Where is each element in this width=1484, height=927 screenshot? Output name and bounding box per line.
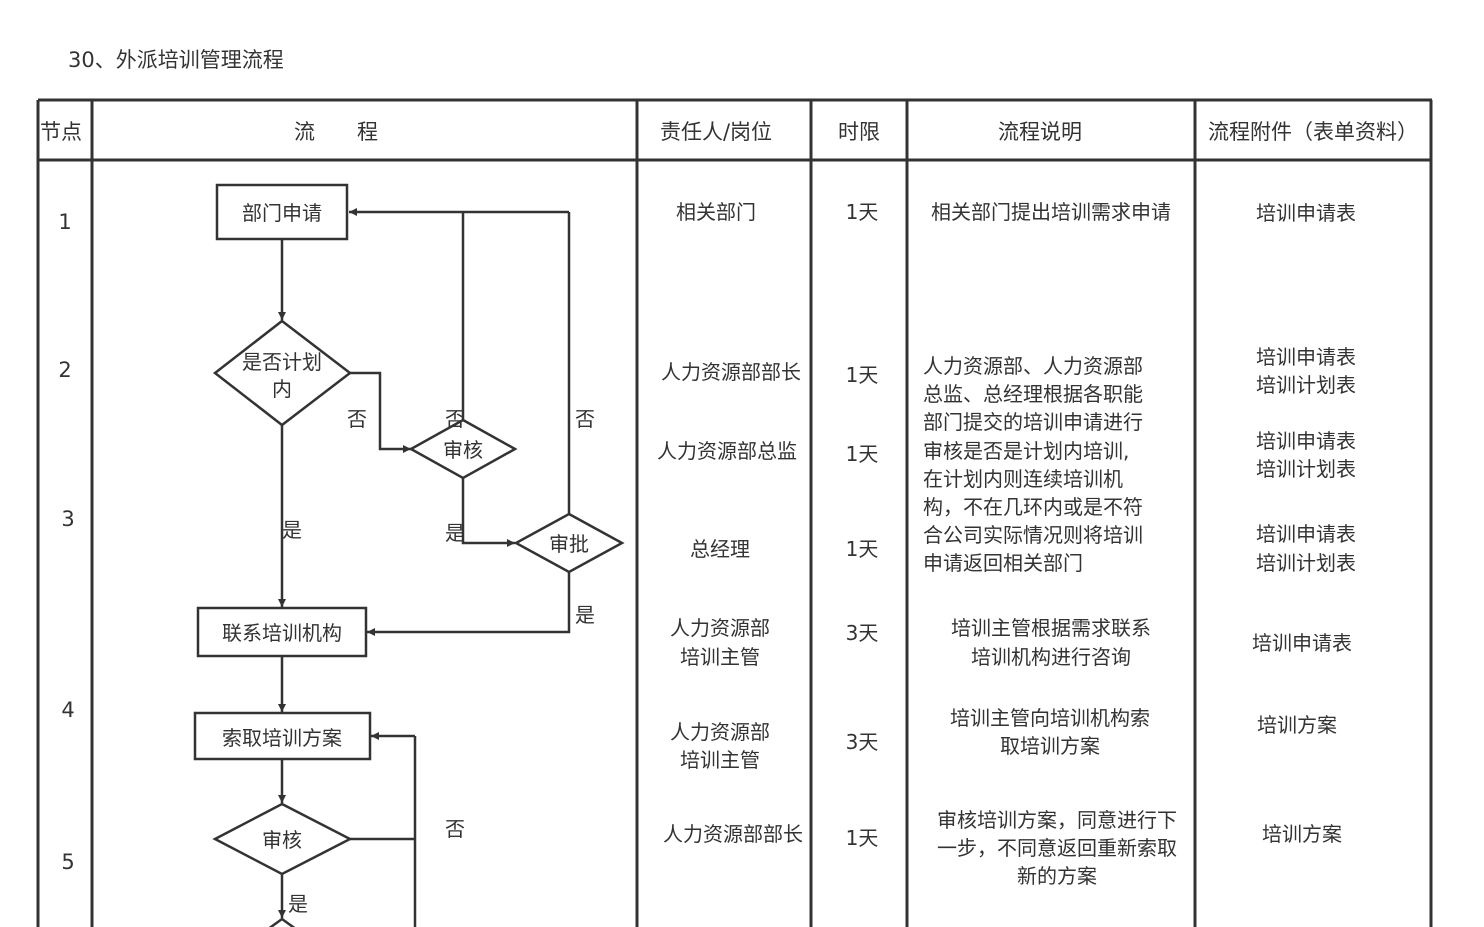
desc-5-line2: 一步，不同意返回重新索取 (937, 836, 1177, 860)
attach-row4-line1: 培训申请表 (1256, 522, 1356, 546)
desc-2-line5: 在计划内则连续培训机 (923, 467, 1123, 491)
time-column: 1天 1天 1天 1天 3天 3天 1天 (846, 200, 879, 850)
table-header: 节点 流 程 责任人/岗位 时限 流程说明 流程附件（表单资料） (40, 120, 1418, 144)
owner-row7: 人力资源部部长 (663, 822, 803, 846)
label-review-plan-yes: 是 (288, 892, 308, 916)
label-review-plan-no: 否 (445, 817, 465, 841)
owner-row5-line2: 培训主管 (680, 645, 760, 669)
box-obtain-plan (193, 711, 372, 761)
owner-row5-line1: 人力资源部 (670, 616, 770, 640)
attach-row2-line2: 培训计划表 (1256, 373, 1356, 397)
owner-row1: 相关部门 (676, 200, 756, 224)
attach-row3-line2: 培训计划表 (1256, 457, 1356, 481)
label-approve-no: 否 (575, 407, 595, 431)
attach-row1: 培训申请表 (1256, 201, 1356, 225)
arrow-plan-no-to-review (350, 371, 411, 453)
desc-2-line4: 审核是否是计划内培训, (923, 439, 1129, 463)
desc-3-line2: 培训机构进行咨询 (971, 645, 1131, 669)
time-row1: 1天 (846, 200, 879, 224)
owner-row2: 人力资源部部长 (661, 360, 801, 384)
branch-labels: 否 否 否 是 是 是 否 是 (282, 407, 595, 916)
desc-2-line2: 总监、总经理根据各职能 (923, 382, 1143, 406)
flow-labels: 部门申请 是否计划 内 审核 审批 联系培训机构 索取培训方案 审核 (222, 201, 589, 852)
attach-row6: 培训方案 (1257, 713, 1337, 737)
desc-2-line8: 申请返回相关部门 (923, 551, 1083, 575)
desc-2-line7: 合公司实际情况则将培训 (923, 523, 1143, 547)
time-row5: 3天 (846, 621, 879, 645)
node-numbers: 1 2 3 4 5 (58, 210, 74, 874)
desc-2-line6: 构，不在几环内或是不符 (923, 495, 1143, 519)
header-time: 时限 (838, 120, 880, 144)
box-contact-institution (196, 606, 368, 658)
owner-column: 相关部门 人力资源部部长 人力资源部总监 总经理 人力资源部 培训主管 人力资源… (657, 200, 803, 846)
header-desc: 流程说明 (998, 120, 1082, 144)
owner-row6-line1: 人力资源部 (670, 720, 770, 744)
attach-row4-line2: 培训计划表 (1256, 551, 1356, 575)
decision-next-partial (268, 917, 296, 927)
page-title: 30、外派培训管理流程 (68, 48, 284, 72)
label-review-no: 否 (445, 407, 465, 431)
flow-shapes (193, 183, 625, 927)
owner-row3: 人力资源部总监 (657, 439, 797, 463)
label-plan-yes: 是 (282, 518, 302, 542)
box-dept-apply (215, 183, 349, 241)
time-row6: 3天 (846, 730, 879, 754)
time-row3: 1天 (846, 442, 879, 466)
desc-2-line3: 部门提交的培训申请进行 (923, 410, 1143, 434)
box-contact-institution-label: 联系培训机构 (222, 621, 342, 645)
decision-in-plan-label-line2: 内 (272, 377, 292, 401)
decision-review (408, 418, 518, 480)
attach-row7: 培训方案 (1262, 822, 1342, 846)
attach-row5: 培训申请表 (1252, 631, 1352, 655)
desc-4-line2: 取培训方案 (1000, 734, 1100, 758)
time-row7: 1天 (846, 826, 879, 850)
node-number-5: 5 (61, 850, 74, 874)
attachment-column: 培训申请表 培训申请表 培训计划表 培训申请表 培训计划表 培训申请表 培训计划… (1252, 201, 1356, 846)
decision-in-plan-label-line1: 是否计划 (242, 350, 322, 374)
desc-1: 相关部门提出培训需求申请 (931, 200, 1171, 224)
owner-row4: 总经理 (690, 537, 750, 561)
label-approve-yes: 是 (575, 603, 595, 627)
arrow-review-yes-to-approve (461, 478, 515, 547)
time-row2: 1天 (846, 363, 879, 387)
attach-row3-line1: 培训申请表 (1256, 429, 1356, 453)
label-review-yes: 是 (445, 521, 465, 545)
table-grid (36, 98, 1433, 927)
decision-review-plan (212, 802, 353, 876)
box-dept-apply-label: 部门申请 (242, 201, 322, 225)
box-obtain-plan-label: 索取培训方案 (222, 726, 342, 750)
arrow-approve-yes-to-contact (367, 572, 571, 636)
decision-approve-label: 审批 (549, 532, 589, 556)
time-row4: 1天 (846, 537, 879, 561)
label-plan-no: 否 (347, 407, 367, 431)
desc-3-line1: 培训主管根据需求联系 (951, 616, 1151, 640)
decision-in-plan (212, 319, 353, 427)
header-attach: 流程附件（表单资料） (1208, 120, 1418, 144)
description-column: 相关部门提出培训需求申请 人力资源部、人力资源部 总监、总经理根据各职能 部门提… (923, 200, 1177, 888)
desc-5-line3: 新的方案 (1017, 864, 1097, 888)
node-number-4: 4 (61, 698, 74, 722)
node-number-2: 2 (58, 358, 71, 382)
decision-review-plan-label: 审核 (262, 828, 302, 852)
desc-2-line1: 人力资源部、人力资源部 (923, 354, 1143, 378)
owner-row6-line2: 培训主管 (680, 748, 760, 772)
header-owner: 责任人/岗位 (660, 120, 772, 144)
flow-connectors (278, 208, 571, 927)
attach-row2-line1: 培训申请表 (1256, 345, 1356, 369)
node-number-3: 3 (61, 507, 74, 531)
decision-review-label: 审核 (443, 438, 483, 462)
node-number-1: 1 (58, 210, 71, 234)
desc-4-line1: 培训主管向培训机构索 (950, 706, 1150, 730)
decision-approve (513, 512, 625, 574)
header-flow: 流 程 (294, 120, 378, 144)
desc-5-line1: 审核培训方案，同意进行下 (937, 808, 1177, 832)
header-node: 节点 (40, 120, 82, 144)
